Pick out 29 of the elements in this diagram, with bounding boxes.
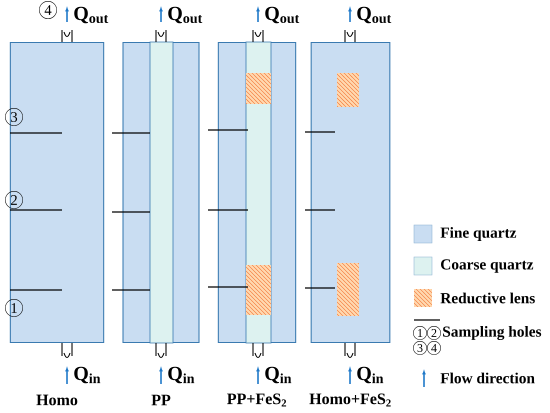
- circled-number: 1: [5, 299, 23, 317]
- column-caption: PP: [152, 394, 170, 406]
- column: [218, 42, 296, 344]
- column: [310, 42, 390, 344]
- flow-label: Q$_{out}$: [168, 6, 202, 24]
- flow-label: Q$_{in}$: [265, 366, 292, 384]
- flow-label: Q$_{in}$: [357, 366, 384, 384]
- flow-label: Q$_{out}$: [74, 6, 108, 24]
- circled-number: 2: [427, 326, 441, 340]
- flow-label: Q$_{out}$: [265, 6, 300, 24]
- column-caption: PP+FeS$_{2}$: [227, 393, 286, 406]
- circled-number: 4: [427, 341, 441, 355]
- circled-number: 4: [39, 1, 57, 19]
- column: [10, 42, 104, 344]
- legend-label: Flow direction: [440, 372, 535, 384]
- circled-number: 1: [413, 326, 427, 340]
- legend-label: Coarse quartz: [441, 259, 534, 273]
- circled-number: 3: [413, 341, 427, 355]
- flow-label: Q$_{in}$: [168, 366, 194, 384]
- legend-label: Fine quartz: [440, 227, 516, 241]
- column: [122, 42, 200, 344]
- legend-label: Sampling holes: [443, 326, 542, 340]
- column-caption: Homo: [36, 394, 78, 406]
- flow-label: Q$_{out}$: [357, 6, 392, 24]
- flow-label: Q$_{in}$: [74, 366, 100, 384]
- legend-label: Reductive lens: [440, 292, 535, 304]
- column-caption: Homo+FeS$_{2}$: [309, 393, 391, 406]
- circled-number: 3: [5, 108, 23, 126]
- circled-number: 2: [5, 191, 23, 209]
